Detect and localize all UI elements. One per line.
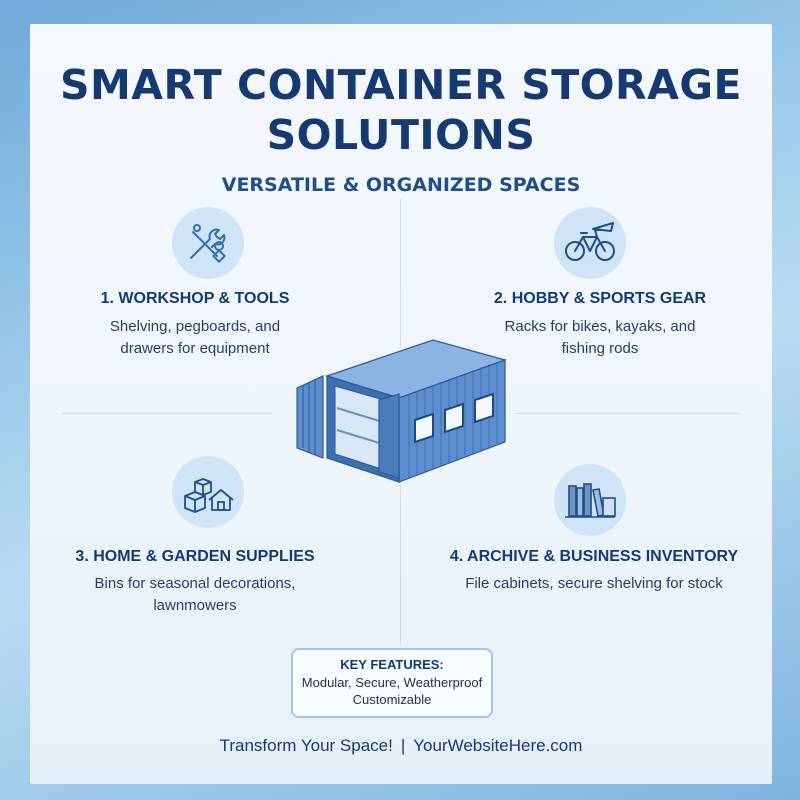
title-line-1: SMART CONTAINER STORAGE <box>59 61 743 109</box>
footer-separator: | <box>400 736 406 755</box>
key-features-line-1: Modular, Secure, Weatherproof <box>301 675 483 690</box>
section-4-description: File cabinets, secure shelving for stock <box>434 573 754 595</box>
section-2-desc-line-2: fishing rods <box>561 340 639 357</box>
section-3-desc-line-1: Bins for seasonal decorations, <box>94 575 296 592</box>
section-1-desc-line-2: drawers for equipment <box>120 340 270 357</box>
section-2-title: 2. HOBBY & SPORTS GEAR <box>493 290 707 307</box>
section-1-desc-line-1: Shelving, pegboards, and <box>109 318 281 335</box>
footer-cta: Transform Your Space! <box>219 736 393 755</box>
key-features-line-2: Customizable <box>352 692 432 707</box>
divider-top <box>400 199 401 349</box>
section-4-desc-line-1: File cabinets, secure shelving for stock <box>465 575 723 592</box>
section-2-description: Racks for bikes, kayaks, and fishing rod… <box>475 316 725 360</box>
section-1-title: 1. WORKSHOP & TOOLS <box>100 290 290 307</box>
section-3-title: 3. HOME & GARDEN SUPPLIES <box>75 548 315 565</box>
shipping-container-illustration <box>295 336 510 491</box>
boxes-house-icon <box>172 456 244 528</box>
divider-bottom <box>400 479 401 644</box>
section-3-description: Bins for seasonal decorations, lawnmower… <box>70 573 320 617</box>
footer: Transform Your Space! | YourWebsiteHere.co… <box>30 736 772 756</box>
infographic-card: SMART CONTAINER STORAGE SOLUTIONS VERSAT… <box>30 24 772 784</box>
section-1-description: Shelving, pegboards, and drawers for equ… <box>70 316 320 360</box>
subtitle: VERSATILE & ORGANIZED SPACES <box>221 174 581 196</box>
divider-left <box>62 413 272 414</box>
key-features-title: KEY FEATURES: <box>340 657 444 672</box>
section-2-desc-line-1: Racks for bikes, kayaks, and <box>504 318 696 335</box>
section-3-desc-line-2: lawnmowers <box>153 597 237 614</box>
books-icon <box>554 464 626 536</box>
divider-right <box>515 413 740 414</box>
section-4-title: 4. ARCHIVE & BUSINESS INVENTORY <box>449 548 739 565</box>
footer-website-link[interactable]: YourWebsiteHere.com <box>413 736 583 755</box>
tools-icon <box>172 207 244 279</box>
bicycle-icon <box>554 207 626 279</box>
key-features-box: KEY FEATURES: Modular, Secure, Weatherpr… <box>291 648 493 718</box>
title-line-2: SOLUTIONS <box>266 111 536 159</box>
page-title: SMART CONTAINER STORAGE SOLUTIONS <box>30 60 772 160</box>
